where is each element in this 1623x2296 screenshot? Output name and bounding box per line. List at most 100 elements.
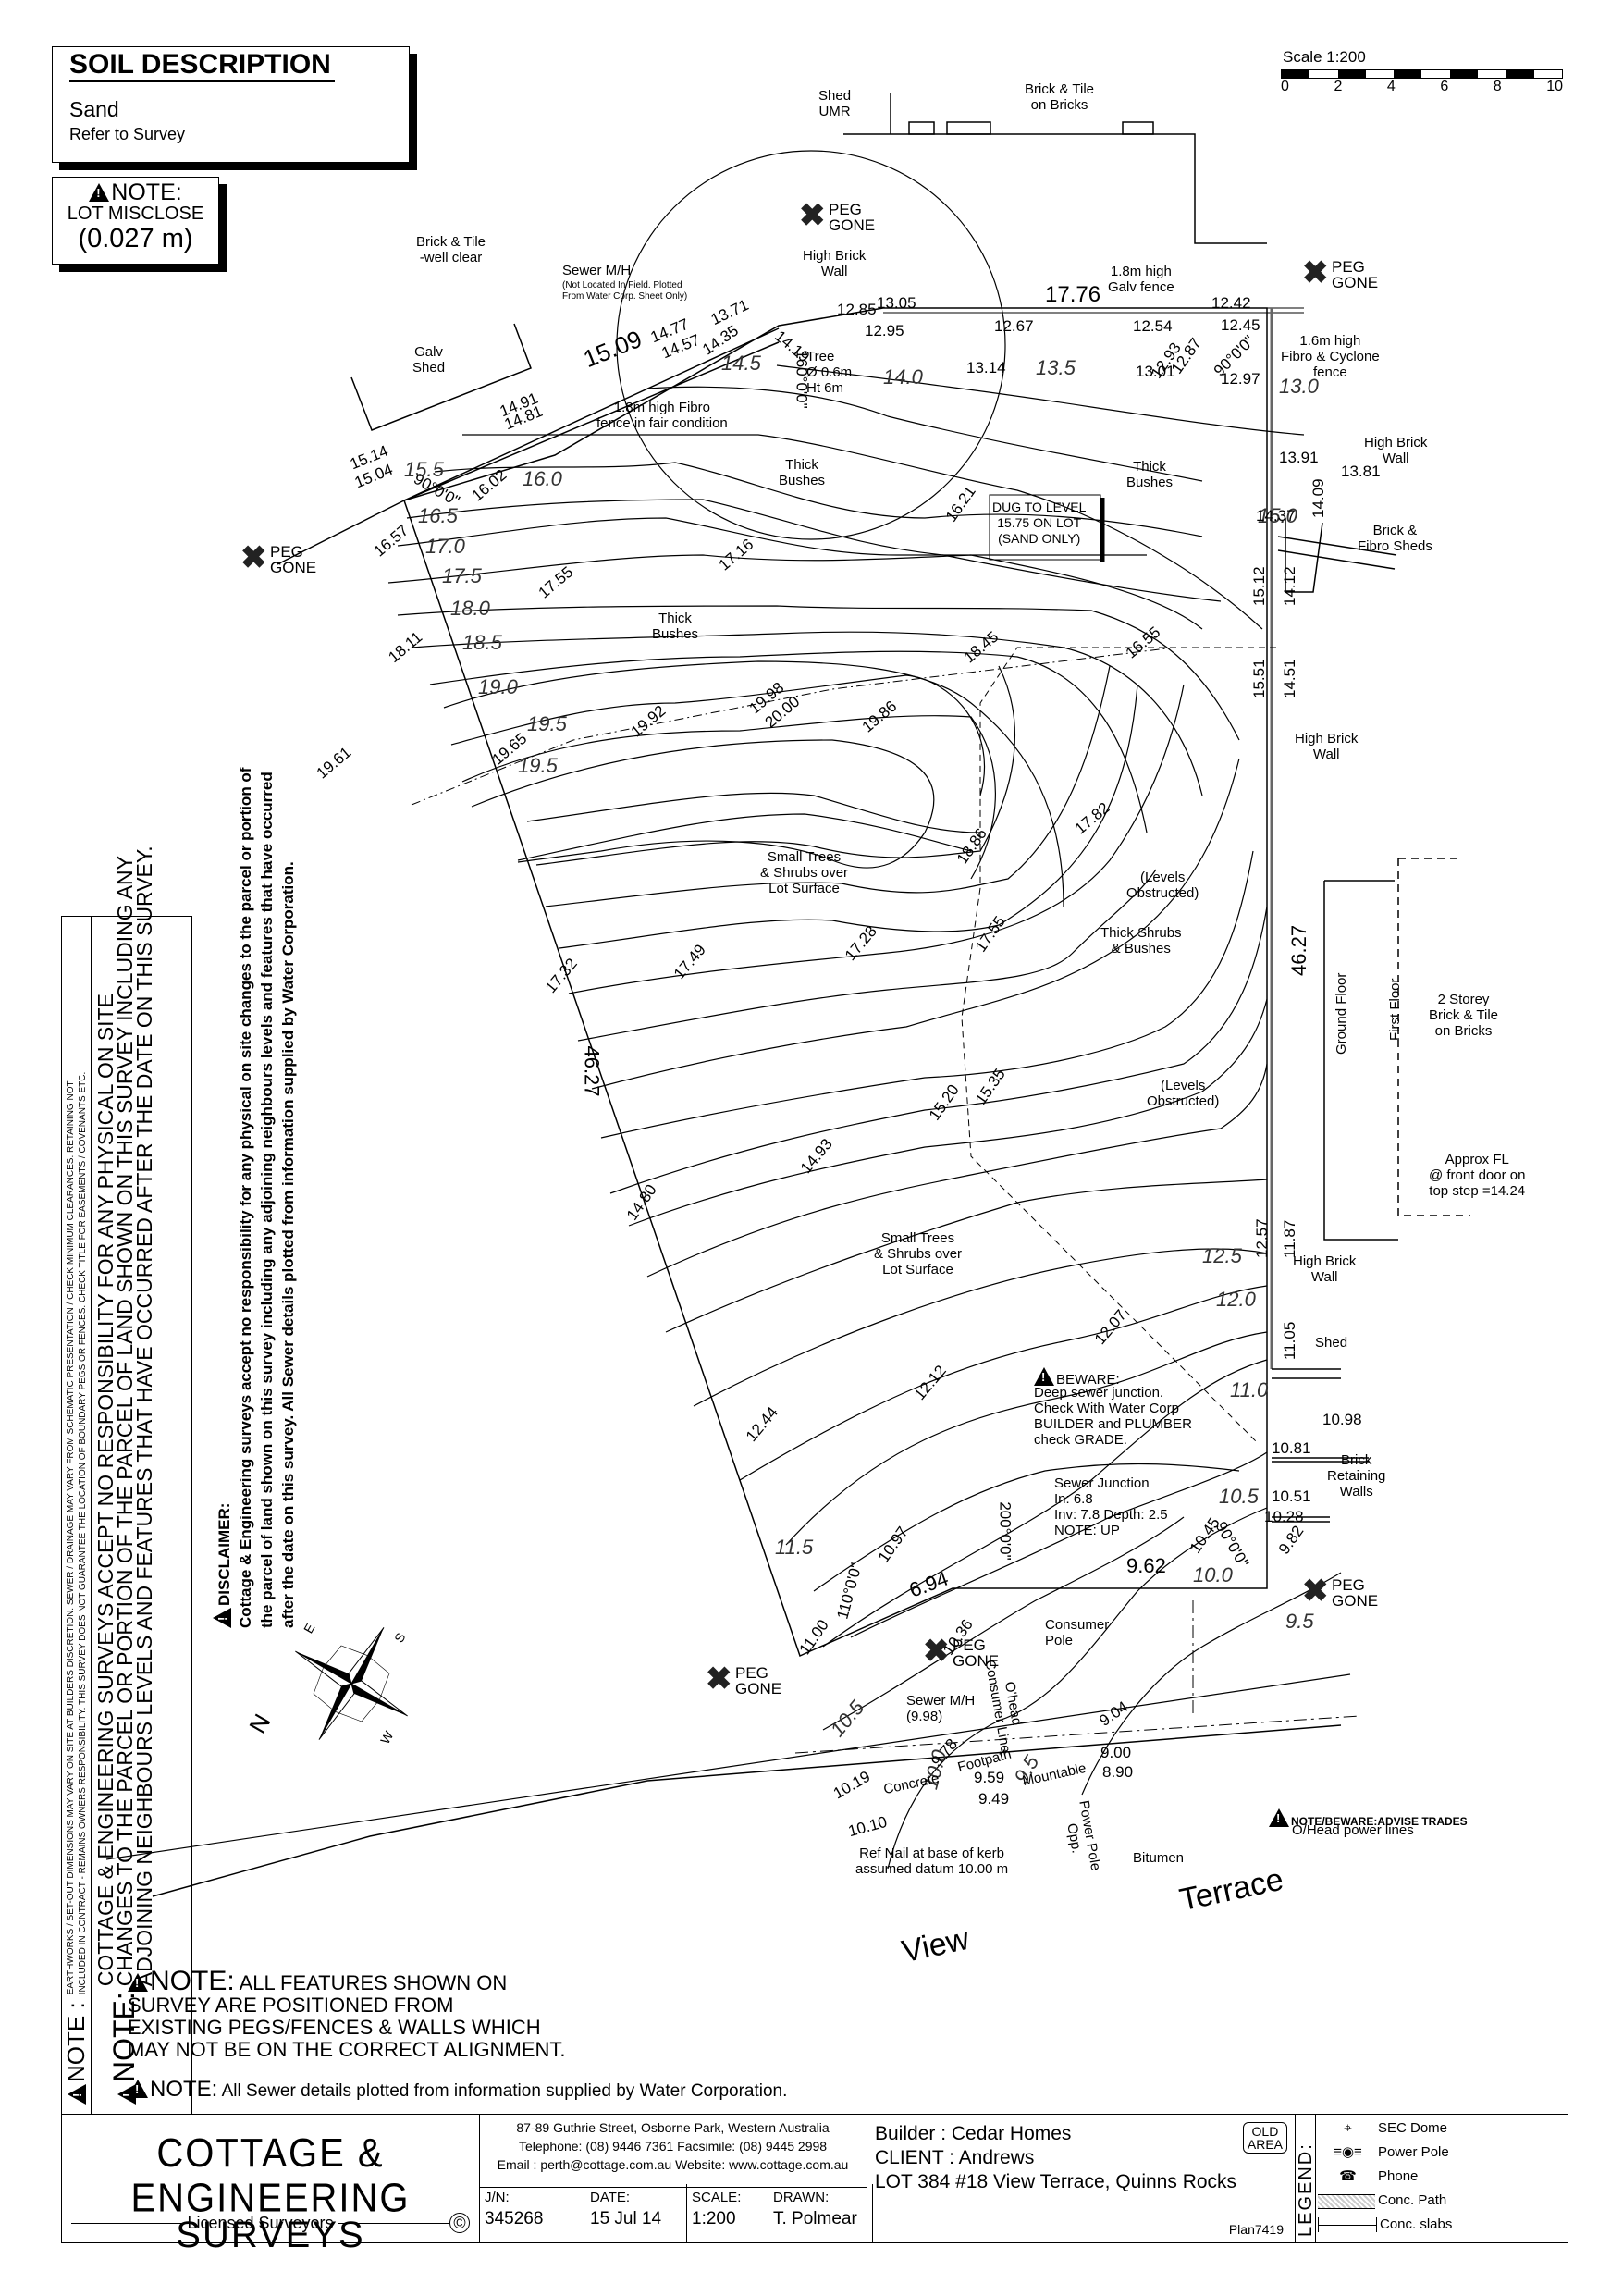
spot-level: 9.59 bbox=[974, 1769, 1005, 1786]
copyright-icon: © bbox=[449, 2213, 470, 2233]
scale-tick: 6 bbox=[1440, 79, 1449, 94]
date-cell: DATE:15 Jul 14 bbox=[584, 2184, 687, 2242]
drawn-cell: DRAWN:T. Polmear bbox=[768, 2184, 873, 2242]
warning-icon bbox=[213, 1608, 231, 1628]
features-note-text: SURVEY ARE POSITIONED FROM bbox=[128, 1994, 454, 2017]
sec-dome-icon: ⌖ bbox=[1344, 2120, 1352, 2136]
survey-date: 15 Jul 14 bbox=[590, 2209, 662, 2228]
advise-trades-text: O/Head power lines bbox=[1292, 1822, 1414, 1838]
spot-level: 14.09 bbox=[1309, 478, 1327, 518]
label-brick-tile-north: Brick & Tile on Bricks bbox=[1025, 81, 1095, 113]
lot-boundary bbox=[403, 307, 1268, 1658]
features-note-label: NOTE: bbox=[150, 1966, 235, 1996]
legend-label: Conc. slabs bbox=[1380, 2216, 1453, 2232]
contour-label: 12.5 bbox=[1202, 1244, 1242, 1267]
spot-level: 14.12 bbox=[1281, 566, 1298, 606]
contour-label: 15.0 bbox=[1258, 504, 1297, 527]
spot-level: 13.91 bbox=[1279, 449, 1319, 466]
scale-tick: 10 bbox=[1546, 79, 1563, 94]
label-small-trees: Small Trees & Shrubs over Lot Surface bbox=[760, 849, 849, 896]
spot-level: 12.45 bbox=[1221, 316, 1260, 334]
advise-trades-title: NOTE/BEWARE:ADVISE TRADES bbox=[1291, 1815, 1468, 1828]
features-note-text: MAY NOT BE ON THE CORRECT ALIGNMENT. bbox=[128, 2038, 566, 2061]
company-email-website: Email : perth@cottage.com.au Website: ww… bbox=[497, 2157, 849, 2172]
spot-level: 9.49 bbox=[978, 1790, 1010, 1808]
label-ref-nail: Ref Nail at base of kerb assumed datum 1… bbox=[855, 1845, 1009, 1877]
peg-gone-label: PEG GONE bbox=[1332, 258, 1379, 291]
label-two-storey: 2 Storey Brick & Tile on Bricks bbox=[1429, 992, 1499, 1039]
peg-gone-label: PEG GONE bbox=[829, 201, 876, 234]
path-line bbox=[152, 1724, 1342, 1897]
peg-gone-icon: ✖ bbox=[240, 540, 267, 575]
scale-label: Scale 1:200 bbox=[1283, 48, 1366, 66]
disclaimer-title: DISCLAIMER: bbox=[215, 1502, 233, 1606]
soil-description-box: SOIL DESCRIPTION Sand Refer to Survey bbox=[52, 46, 410, 163]
label-thick-bushes: Thick Bushes bbox=[652, 611, 699, 642]
label-tree: Tree Ø 0.6m Ht 6m bbox=[806, 349, 853, 396]
legend-label: Conc. Path bbox=[1378, 2192, 1447, 2208]
kerb-line bbox=[105, 1673, 1351, 1860]
soil-description-title: SOIL DESCRIPTION bbox=[69, 49, 335, 82]
contour-label: 14.5 bbox=[721, 352, 761, 375]
house-first-floor bbox=[1397, 858, 1470, 1216]
side-notes-frame bbox=[61, 916, 192, 2115]
features-note-text: ALL FEATURES SHOWN ON bbox=[234, 1971, 508, 1994]
scale-tick: 0 bbox=[1281, 79, 1289, 94]
scale-tick: 2 bbox=[1334, 79, 1343, 94]
company-contact: 87-89 Guthrie Street, Osborne Park, West… bbox=[479, 2115, 867, 2188]
contour-lines-lower bbox=[526, 665, 1268, 1648]
contour-label: 17.0 bbox=[425, 535, 465, 558]
label-approx-fl: Approx FL @ front door on top step =14.2… bbox=[1429, 1152, 1526, 1199]
peg-gone-marker: ✖PEG GONE bbox=[1302, 257, 1379, 291]
contour-label: 12.0 bbox=[1216, 1288, 1256, 1311]
spot-level: 9.00 bbox=[1100, 1744, 1132, 1761]
label-sewer-mh-bottom: Sewer M/H (9.98) bbox=[906, 1693, 976, 1724]
sewer-line bbox=[961, 647, 1276, 1444]
conc-path-icon bbox=[1318, 2194, 1375, 2209]
warning-icon bbox=[1269, 1808, 1289, 1827]
side-note-small: NOTE : EARTHWORKS / SET-OUT DIMENSIONS M… bbox=[62, 1072, 90, 2105]
label-fibro-fence: 1.8m high Fibro fence in fair condition bbox=[596, 400, 728, 431]
scale-cell: SCALE:1:200 bbox=[686, 2184, 768, 2242]
spot-level: 12.42 bbox=[1211, 294, 1251, 312]
peg-gone-label: PEG GONE bbox=[735, 1664, 782, 1697]
spot-level: 12.97 bbox=[1221, 370, 1260, 388]
warning-icon bbox=[1034, 1367, 1054, 1386]
contour-label: 16.0 bbox=[523, 467, 562, 490]
job-number-cell: J/N:345268 bbox=[479, 2184, 584, 2242]
dimension-north: 17.76 bbox=[1045, 282, 1101, 307]
spot-level: 15.51 bbox=[1250, 659, 1268, 698]
client: CLIENT : Andrews bbox=[875, 2147, 1035, 2168]
legend-title-cell: LEGEND: bbox=[1296, 2115, 1316, 2242]
contour-label: 15.5 bbox=[404, 458, 444, 481]
warning-icon bbox=[128, 1973, 148, 1992]
sewer-clearance-circle bbox=[616, 150, 1006, 540]
label-dug-to-level: DUG TO LEVEL 15.75 ON LOT (SAND ONLY) bbox=[992, 500, 1087, 546]
label-sewer-mh-top: Sewer M/H bbox=[562, 263, 632, 278]
label-levels-obstructed: (Levels Obstructed) bbox=[1126, 870, 1199, 901]
legend-label: Phone bbox=[1378, 2168, 1419, 2184]
lot-address: LOT 384 #18 View Terrace, Quinns Rocks bbox=[875, 2171, 1237, 2192]
peg-gone-icon: ✖ bbox=[799, 198, 826, 233]
side-notes-divider bbox=[91, 916, 92, 2114]
peg-gone-label: PEG GONE bbox=[953, 1636, 1000, 1670]
spot-level: 10.28 bbox=[1264, 1508, 1304, 1525]
label-high-brick-wall: High Brick Wall bbox=[1364, 435, 1428, 466]
north-arrow-icon bbox=[295, 1627, 408, 1740]
contour-label: 10.0 bbox=[1193, 1563, 1233, 1586]
company-address: 87-89 Guthrie Street, Osborne Park, West… bbox=[516, 2120, 830, 2135]
peg-gone-marker: ✖PEG GONE bbox=[706, 1663, 782, 1697]
label-high-brick-wall: High Brick Wall bbox=[1293, 1253, 1357, 1285]
company-name: COTTAGE & ENGINEERING bbox=[130, 2130, 411, 2221]
spot-level: 11.05 bbox=[1281, 1321, 1298, 1360]
label-galv-shed: Galv Shed bbox=[412, 344, 446, 376]
scale-bar: Scale 1:200 0 2 4 6 8 10 bbox=[1281, 48, 1563, 95]
disclaimer-line: Cottage & Engineering surveys accept no … bbox=[237, 767, 254, 1628]
features-note: NOTE: ALL FEATURES SHOWN ON SURVEY ARE P… bbox=[128, 1968, 566, 2061]
spot-level: 13.81 bbox=[1341, 463, 1381, 480]
house-ground-floor bbox=[1323, 880, 1398, 1241]
label-brick-tile-well-clear: Brick & Tile -well clear bbox=[416, 234, 486, 265]
contour-label: 19.5 bbox=[518, 754, 558, 777]
contour-label: 17.5 bbox=[442, 564, 482, 587]
label-bitumen: Bitumen bbox=[1133, 1850, 1185, 1866]
